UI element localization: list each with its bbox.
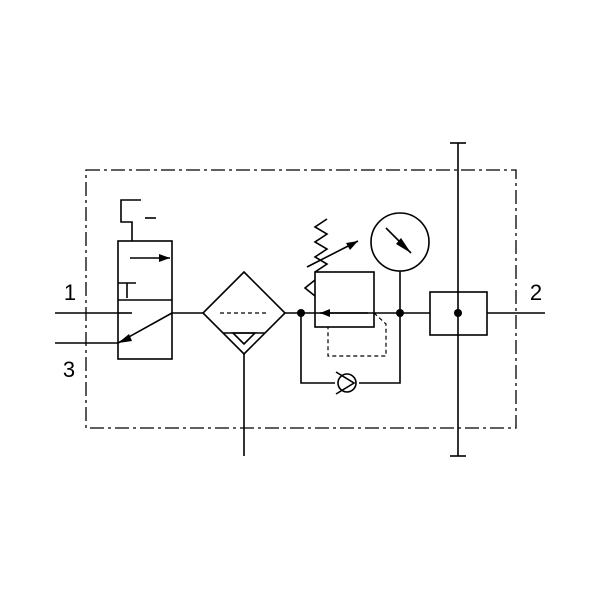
port-label-exhaust: 3 (63, 357, 75, 382)
pilot-line (327, 312, 387, 357)
adjustable-spring (313, 218, 329, 273)
manual-actuator (120, 199, 141, 241)
bypass-line (300, 313, 401, 395)
shutoff-valve (117, 199, 173, 360)
port-label-inlet: 1 (64, 280, 76, 305)
port-label-outlet: 2 (530, 280, 542, 305)
distribution-block (429, 142, 488, 457)
filter-separator (201, 270, 287, 456)
pressure-gauge (370, 212, 430, 313)
check-valve (335, 371, 357, 395)
pressure-regulator (303, 218, 387, 357)
unit-enclosure (85, 169, 517, 429)
